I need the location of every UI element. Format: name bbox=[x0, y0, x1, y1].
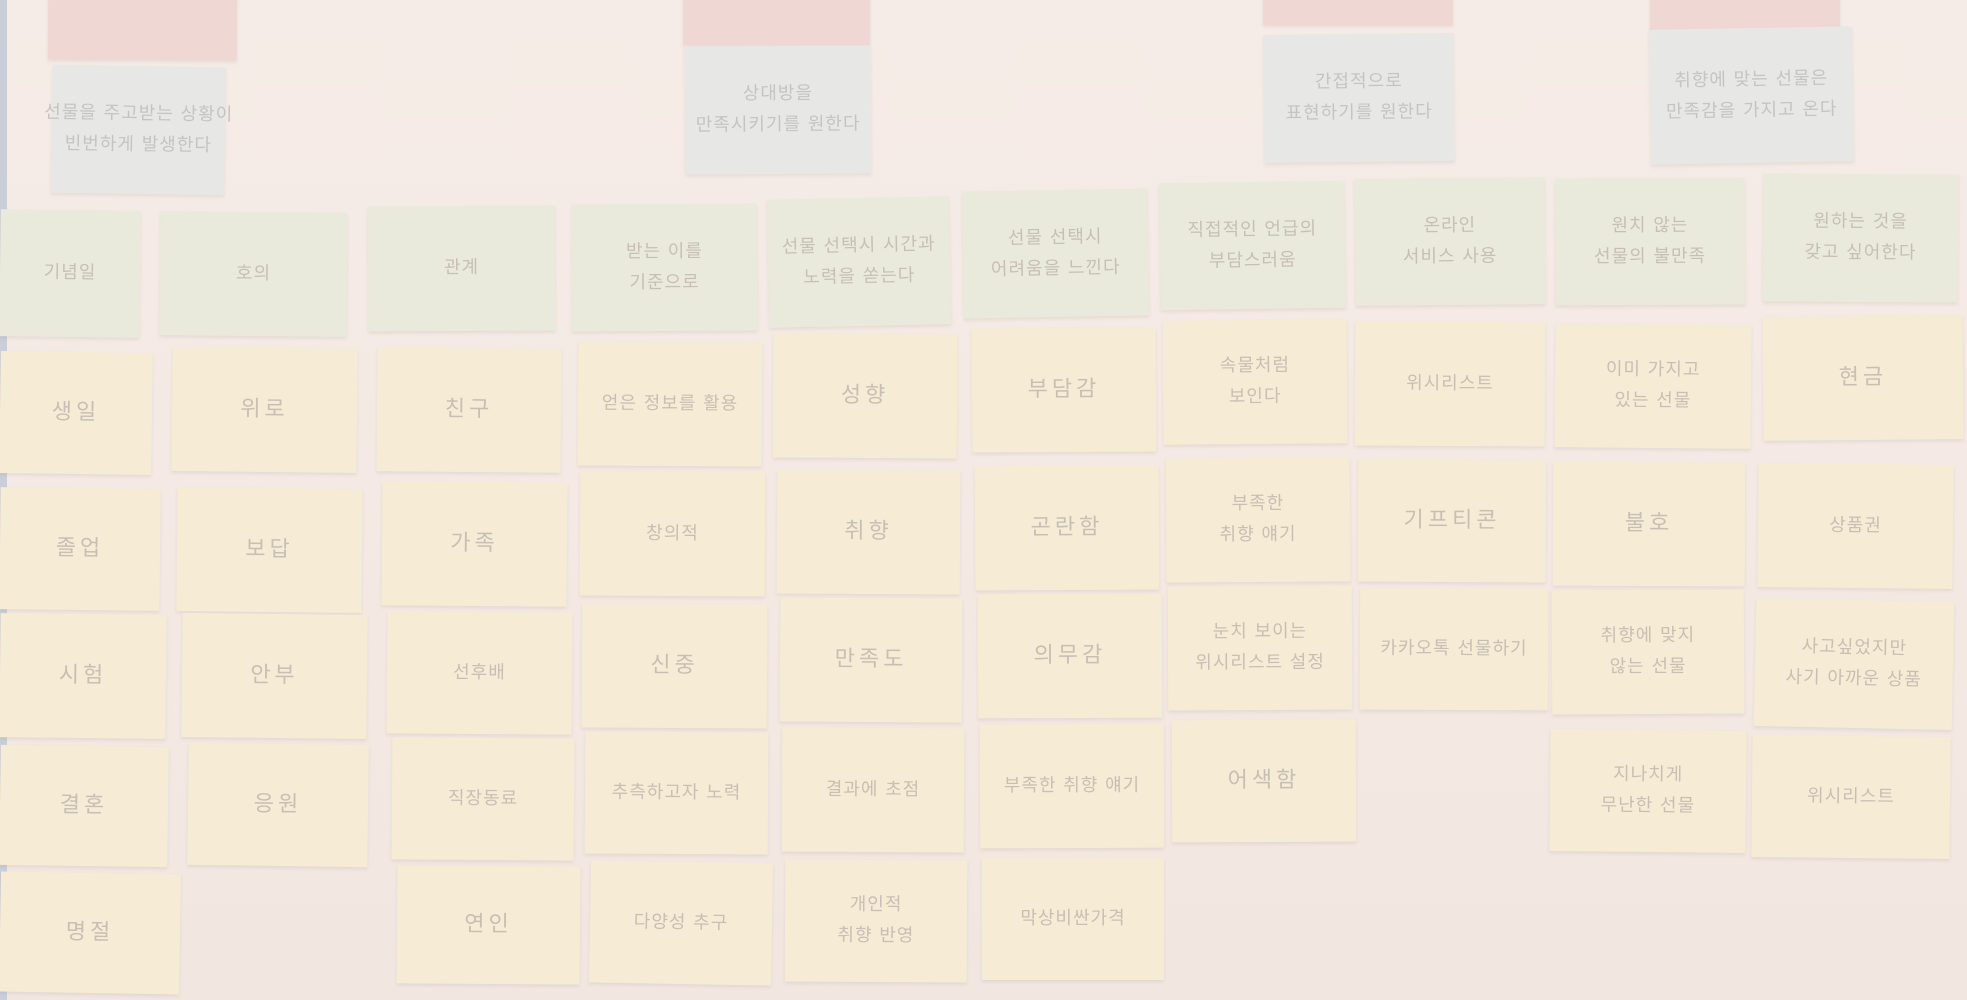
yellow-note: 취향 bbox=[776, 469, 961, 595]
yellow-note: 다양성 추구 bbox=[588, 860, 774, 986]
yellow-note: 카카오톡 선물하기 bbox=[1359, 587, 1549, 711]
pink-note bbox=[683, 0, 870, 45]
yellow-note: 생일 bbox=[0, 350, 153, 476]
yellow-note: 성향 bbox=[772, 333, 958, 459]
yellow-note: 부족한 취향 얘기 bbox=[979, 723, 1165, 849]
yellow-note: 만족도 bbox=[779, 597, 963, 723]
yellow-note: 시험 bbox=[0, 613, 167, 739]
yellow-note: 부담감 bbox=[971, 327, 1157, 453]
pink-note bbox=[1263, 0, 1453, 25]
yellow-note: 불호 bbox=[1552, 461, 1746, 587]
pink-note bbox=[1650, 0, 1840, 30]
yellow-note: 추측하고자 노력 bbox=[584, 731, 769, 855]
yellow-note: 졸업 bbox=[0, 487, 161, 611]
yellow-note: 가족 bbox=[381, 481, 568, 607]
yellow-note: 창의적 bbox=[579, 471, 766, 597]
yellow-note: 보답 bbox=[176, 487, 363, 613]
yellow-note: 연인 bbox=[396, 865, 581, 985]
green-note: 호의 bbox=[159, 211, 348, 337]
yellow-note: 의무감 bbox=[977, 593, 1163, 719]
yellow-note: 위시리스트 bbox=[1354, 321, 1546, 447]
yellow-note: 안부 bbox=[181, 613, 368, 739]
yellow-note: 기프티콘 bbox=[1357, 459, 1547, 583]
yellow-note: 신중 bbox=[581, 603, 768, 729]
yellow-note: 결과에 초점 bbox=[781, 727, 965, 853]
yellow-note: 상품권 bbox=[1757, 462, 1954, 590]
yellow-note: 현금 bbox=[1762, 315, 1964, 441]
pink-note bbox=[47, 0, 238, 61]
yellow-note: 결혼 bbox=[0, 744, 169, 868]
yellow-note: 곤란함 bbox=[974, 465, 1160, 591]
yellow-note: 친구 bbox=[376, 347, 562, 473]
yellow-note: 명절 bbox=[0, 871, 182, 995]
yellow-note: 위로 bbox=[171, 347, 358, 473]
yellow-note: 직장동료 bbox=[391, 737, 575, 861]
yellow-note: 선후배 bbox=[386, 611, 573, 735]
yellow-note: 위시리스트 bbox=[1751, 734, 1951, 860]
yellow-note: 응원 bbox=[187, 742, 369, 868]
green-note: 기념일 bbox=[0, 209, 141, 338]
yellow-note: 막상비싼가격 bbox=[982, 858, 1164, 980]
green-note: 관계 bbox=[367, 205, 556, 332]
yellow-note: 얻은 정보를 활용 bbox=[577, 341, 763, 467]
yellow-note: 어색함 bbox=[1171, 719, 1357, 843]
